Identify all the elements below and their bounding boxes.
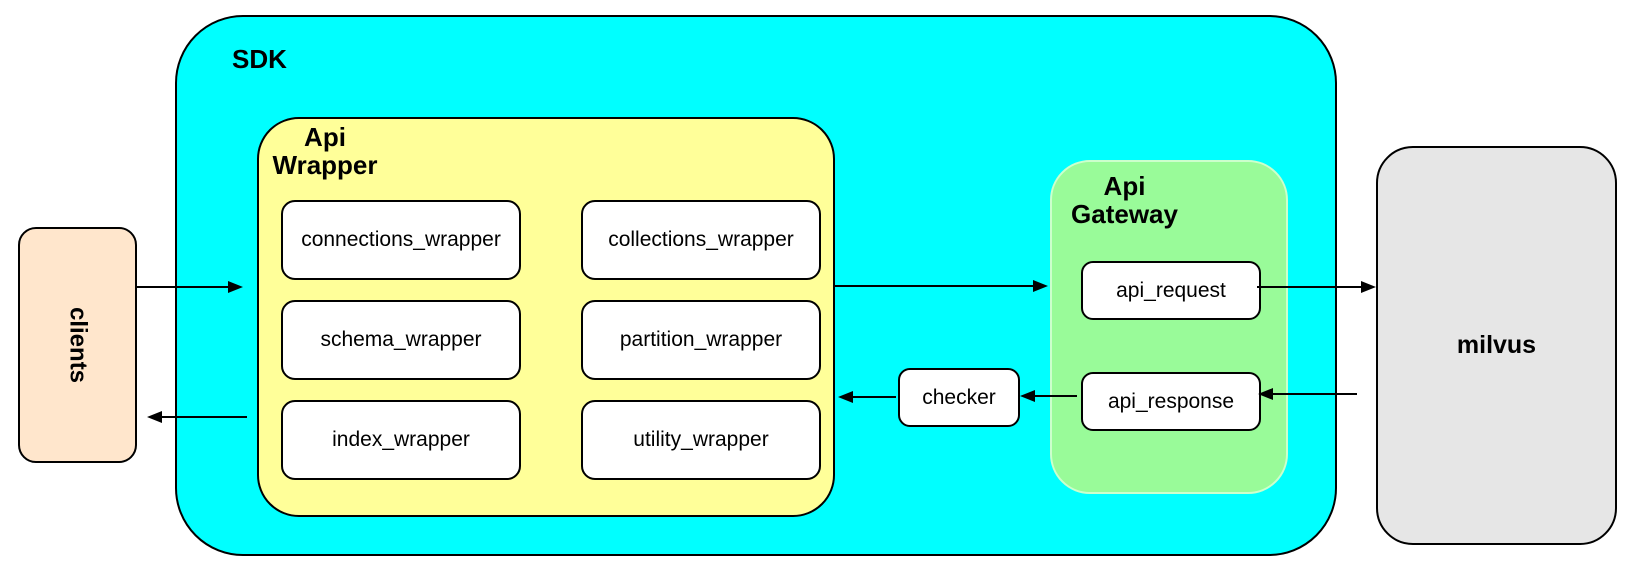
clients-label: clients: [64, 306, 92, 384]
api-response-label: api_response: [1107, 389, 1235, 413]
arrow-sdk-to-clients-head-icon: [147, 411, 162, 423]
api-request-node: api_request: [1081, 261, 1261, 320]
api-wrapper-container: Api Wrapper connections_wrapper collecti…: [257, 117, 835, 517]
api-wrapper-label-line1: Api: [304, 122, 346, 152]
utility-wrapper-label: utility_wrapper: [633, 428, 769, 451]
api-gateway-container: Api Gateway api_request api_response: [1050, 160, 1288, 494]
index-wrapper-label: index_wrapper: [332, 428, 470, 451]
index-wrapper-node: index_wrapper: [281, 400, 521, 480]
api-gateway-label: Api Gateway: [1052, 172, 1197, 228]
schema-wrapper-node: schema_wrapper: [281, 300, 521, 380]
collections-wrapper-label: collections_wrapper: [608, 228, 794, 251]
api-response-node: api_response: [1081, 372, 1261, 431]
clients-node: clients: [18, 227, 137, 463]
connections-wrapper-node: connections_wrapper: [281, 200, 521, 280]
api-wrapper-label: Api Wrapper: [259, 123, 391, 179]
partition-wrapper-node: partition_wrapper: [581, 300, 821, 380]
checker-label: checker: [922, 385, 996, 409]
collections-wrapper-node: collections_wrapper: [581, 200, 821, 280]
sdk-label: SDK: [232, 44, 287, 74]
api-gateway-label-line2: Gateway: [1071, 199, 1178, 229]
connections-wrapper-label: connections_wrapper: [301, 228, 501, 251]
arrow-api-request-to-milvus-head-icon: [1361, 281, 1376, 293]
milvus-label: milvus: [1456, 331, 1537, 359]
api-request-label: api_request: [1116, 278, 1226, 302]
api-wrapper-label-line2: Wrapper: [272, 150, 378, 180]
api-gateway-label-line1: Api: [1103, 171, 1146, 201]
partition-wrapper-label: partition_wrapper: [619, 328, 783, 351]
schema-wrapper-label: schema_wrapper: [320, 328, 482, 351]
utility-wrapper-node: utility_wrapper: [581, 400, 821, 480]
milvus-node: milvus: [1376, 146, 1617, 545]
sdk-container: SDK Api Wrapper connections_wrapper coll…: [175, 15, 1337, 556]
checker-node: checker: [898, 368, 1020, 427]
